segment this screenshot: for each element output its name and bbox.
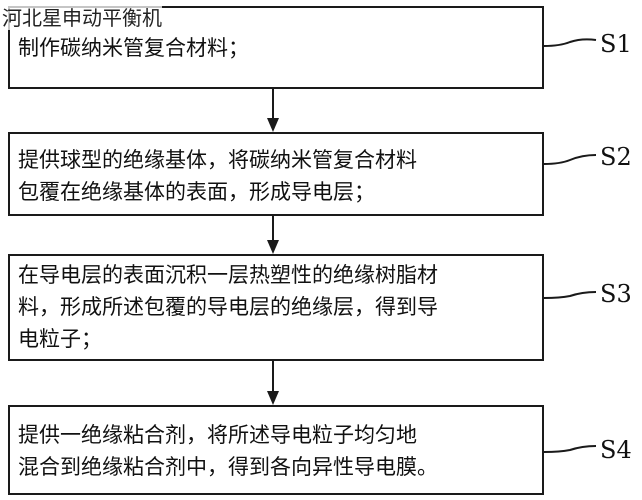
step-text-s1: 制作碳纳米管复合材料； (18, 36, 249, 60)
step-label-s2: S2 (600, 143, 632, 171)
step-text-s3: 在导电层的表面沉积一层热塑性的绝缘树脂材 料，形成所述包覆的导电层的绝缘层，得到… (18, 263, 438, 351)
arrow-s1-to-s2 (267, 89, 279, 132)
step-label-s4: S4 (600, 436, 632, 464)
step-box-s2: 提供球型的绝缘基体，将碳纳米管复合材料 包覆在绝缘基体的表面，形成导电层； (8, 132, 544, 216)
step-label-s3: S3 (600, 280, 632, 308)
watermark-text: 河北星申动平衡机 (2, 6, 162, 30)
step-label-s1: S1 (600, 30, 632, 58)
arrow-s2-to-s3 (267, 216, 279, 254)
step-box-s3: 在导电层的表面沉积一层热塑性的绝缘树脂材 料，形成所述包覆的导电层的绝缘层，得到… (8, 254, 544, 361)
step-text-s2: 提供球型的绝缘基体，将碳纳米管复合材料 包覆在绝缘基体的表面，形成导电层； (18, 148, 417, 204)
step-text-s4: 提供一绝缘粘合剂，将所述导电粒子均匀地 混合到绝缘粘合剂中，得到各向异性导电膜。 (18, 423, 438, 479)
arrow-s3-to-s4 (267, 361, 279, 405)
step-box-s4: 提供一绝缘粘合剂，将所述导电粒子均匀地 混合到绝缘粘合剂中，得到各向异性导电膜。 (8, 405, 544, 495)
